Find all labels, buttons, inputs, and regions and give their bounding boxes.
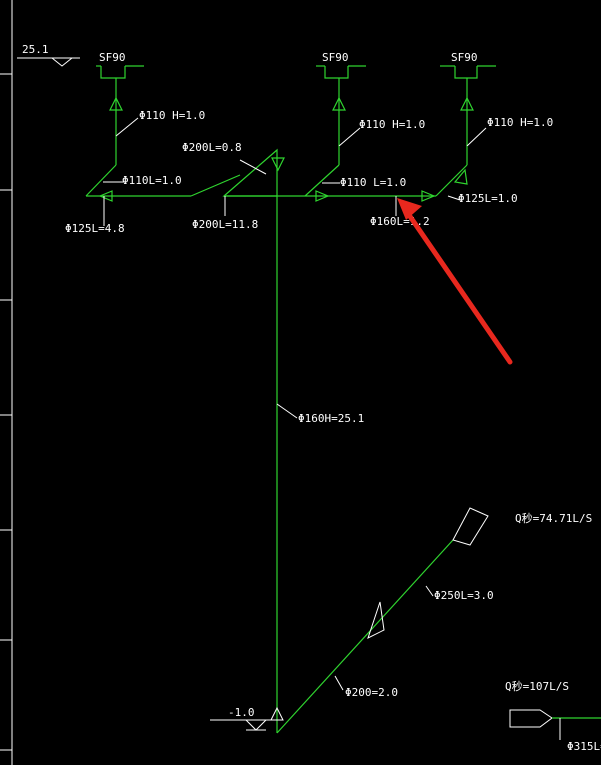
diag-upper-label: Φ250L=3.0 — [434, 589, 494, 602]
right-main-label: Φ160L=1.2 — [370, 215, 430, 228]
red-pointer-arrow — [397, 198, 513, 365]
riser-left: Φ110 H=1.0 — [109, 78, 205, 165]
center-stub-label: Φ200L=0.8 — [182, 141, 242, 154]
flow-upper-label: Q秒=74.71L/S — [515, 511, 592, 525]
riser-middle-label: Φ110 H=1.0 — [359, 118, 425, 131]
elevation-top-label: 25.1 — [22, 43, 49, 56]
outlet-middle: SF90 — [316, 51, 366, 79]
elevation-mark-top: 25.1 — [17, 43, 80, 67]
branch-left-label: Φ110L=1.0 — [122, 174, 182, 187]
elevation-mark-bottom: -1.0 — [210, 706, 277, 731]
center-right-branch-label: Φ110 L=1.0 — [340, 176, 406, 189]
branch-right: Φ125L=1.0 — [435, 146, 518, 205]
center-main-label: Φ200L=11.8 — [192, 218, 258, 231]
elevation-bottom-label: -1.0 — [228, 706, 255, 719]
outlet-middle-label: SF90 — [322, 51, 349, 64]
branch-left: Φ110L=1.0 Φ125L=4.8 — [65, 164, 182, 235]
right-branch-label: Φ125L=1.0 — [458, 192, 518, 205]
diag-lower-label: Φ200=2.0 — [345, 686, 398, 699]
outlet-left-label: SF90 — [99, 51, 126, 64]
riser-left-label: Φ110 H=1.0 — [139, 109, 205, 122]
vertical-stack-label: Φ160H=25.1 — [298, 412, 364, 425]
bottom-right-outlet: Q秒=107L/S Φ315L= — [505, 679, 601, 753]
outlet-left: SF90 — [96, 51, 144, 79]
riser-right: Φ110 H=1.0 — [460, 78, 553, 147]
riser-right-label: Φ110 H=1.0 — [487, 116, 553, 129]
main-left-label: Φ125L=4.8 — [65, 222, 125, 235]
flow-lower-label: Q秒=107L/S — [505, 679, 569, 693]
diagonal-outlet-pipe: Φ250L=3.0 Φ200=2.0 Q秒=74.71L/S — [276, 507, 592, 734]
left-border-frame — [0, 0, 13, 765]
outlet-right-label: SF90 — [451, 51, 478, 64]
bottom-right-pipe-label: Φ315L= — [567, 740, 601, 753]
outlet-right: SF90 — [440, 51, 496, 79]
branch-center: Φ200L=0.8 Φ200L=11.8 — [182, 141, 285, 231]
vertical-stack: Φ160H=25.1 — [270, 196, 364, 733]
riser-middle: Φ110 H=1.0 — [332, 78, 425, 147]
